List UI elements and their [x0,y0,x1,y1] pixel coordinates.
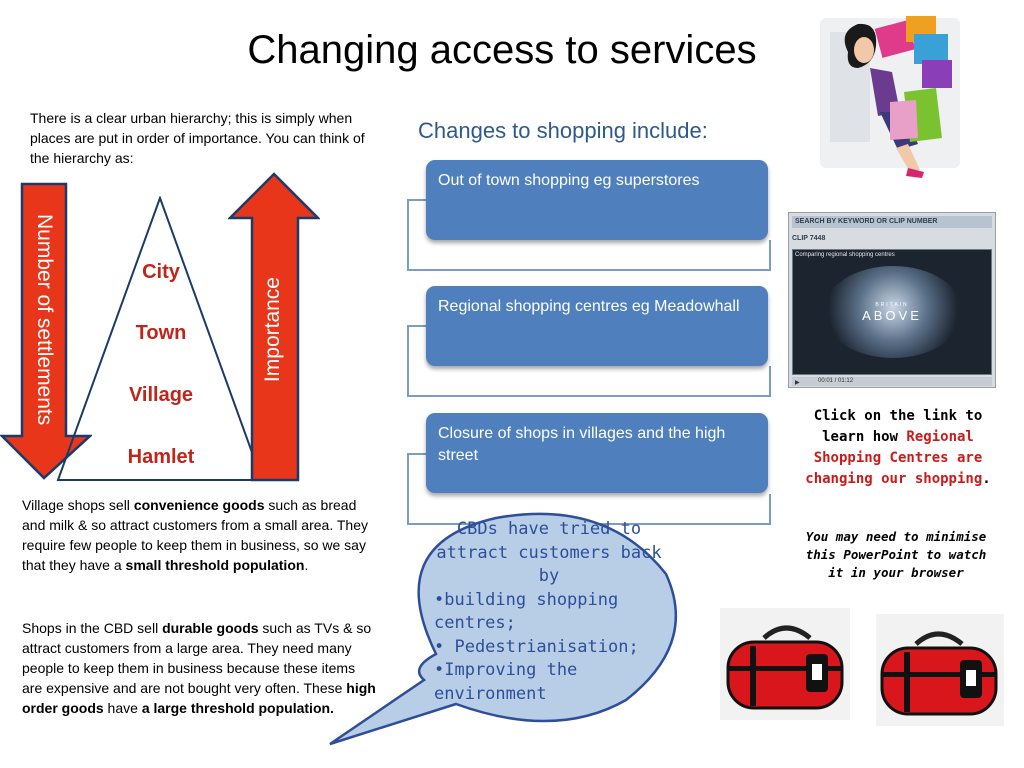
bracket-lines [407,199,771,525]
hierarchy-village: Village [128,384,194,406]
video-clip-number: CLIP 7448 [792,235,826,242]
video-globe [823,266,963,358]
shopping-change-regional-centres: Regional shopping centres eg Meadowhall [426,286,768,366]
bubble-item: •building shopping centres; [434,589,619,634]
speech-bubble [329,512,678,746]
convenience-goods-paragraph: Village shops sell convenience goods suc… [22,497,368,573]
bubble-item: • Pedestrianisation; [434,636,639,657]
play-icon[interactable]: ▶ [795,380,800,386]
bubble-text: CBDs have tried to attract customers bac… [434,518,664,706]
durable-goods-paragraph: Shops in the CBD sell durable goods such… [22,620,376,716]
shopping-change-closure-of-shops: Closure of shops in villages and the hig… [426,413,768,493]
video-logo-top: BRITAIN [875,302,909,308]
video-player-link[interactable]: SEARCH BY KEYWORD OR CLIP NUMBER CLIP 74… [788,212,996,388]
bubble-item: •Improving the environment [434,660,578,704]
changes-heading: Changes to shopping include: [418,118,708,143]
minimise-note: You may need to minimise this PowerPoint… [805,529,987,580]
video-caption: Comparing regional shopping centres [795,252,895,258]
video-logo-main: ABOVE [862,308,922,323]
intro-text: There is a clear urban hierarchy; this i… [30,110,365,166]
number-of-settlements-label: Number of settlements [33,214,56,426]
shopping-woman-illustration [820,16,960,178]
importance-arrow [228,172,320,482]
shopping-change-out-of-town: Out of town shopping eg superstores [426,160,768,240]
hierarchy-town: Town [135,322,187,344]
importance-label: Importance [261,277,284,383]
video-screen: Comparing regional shopping centres BRIT… [792,249,992,375]
red-duffel-bag-image [720,608,850,720]
video-time: 00:01 / 01:12 [792,377,992,386]
click-link-text[interactable]: Click on the link to learn how Regional … [805,408,991,487]
hierarchy-triangle [56,196,264,481]
video-search-label: SEARCH BY KEYWORD OR CLIP NUMBER [792,216,992,228]
hierarchy-city: City [142,261,180,283]
hierarchy-hamlet: Hamlet [127,446,195,468]
red-duffel-bag-image [876,614,1004,726]
bubble-heading: CBDs have tried to attract customers bac… [436,519,662,586]
slide-title: Changing access to services [247,28,757,72]
